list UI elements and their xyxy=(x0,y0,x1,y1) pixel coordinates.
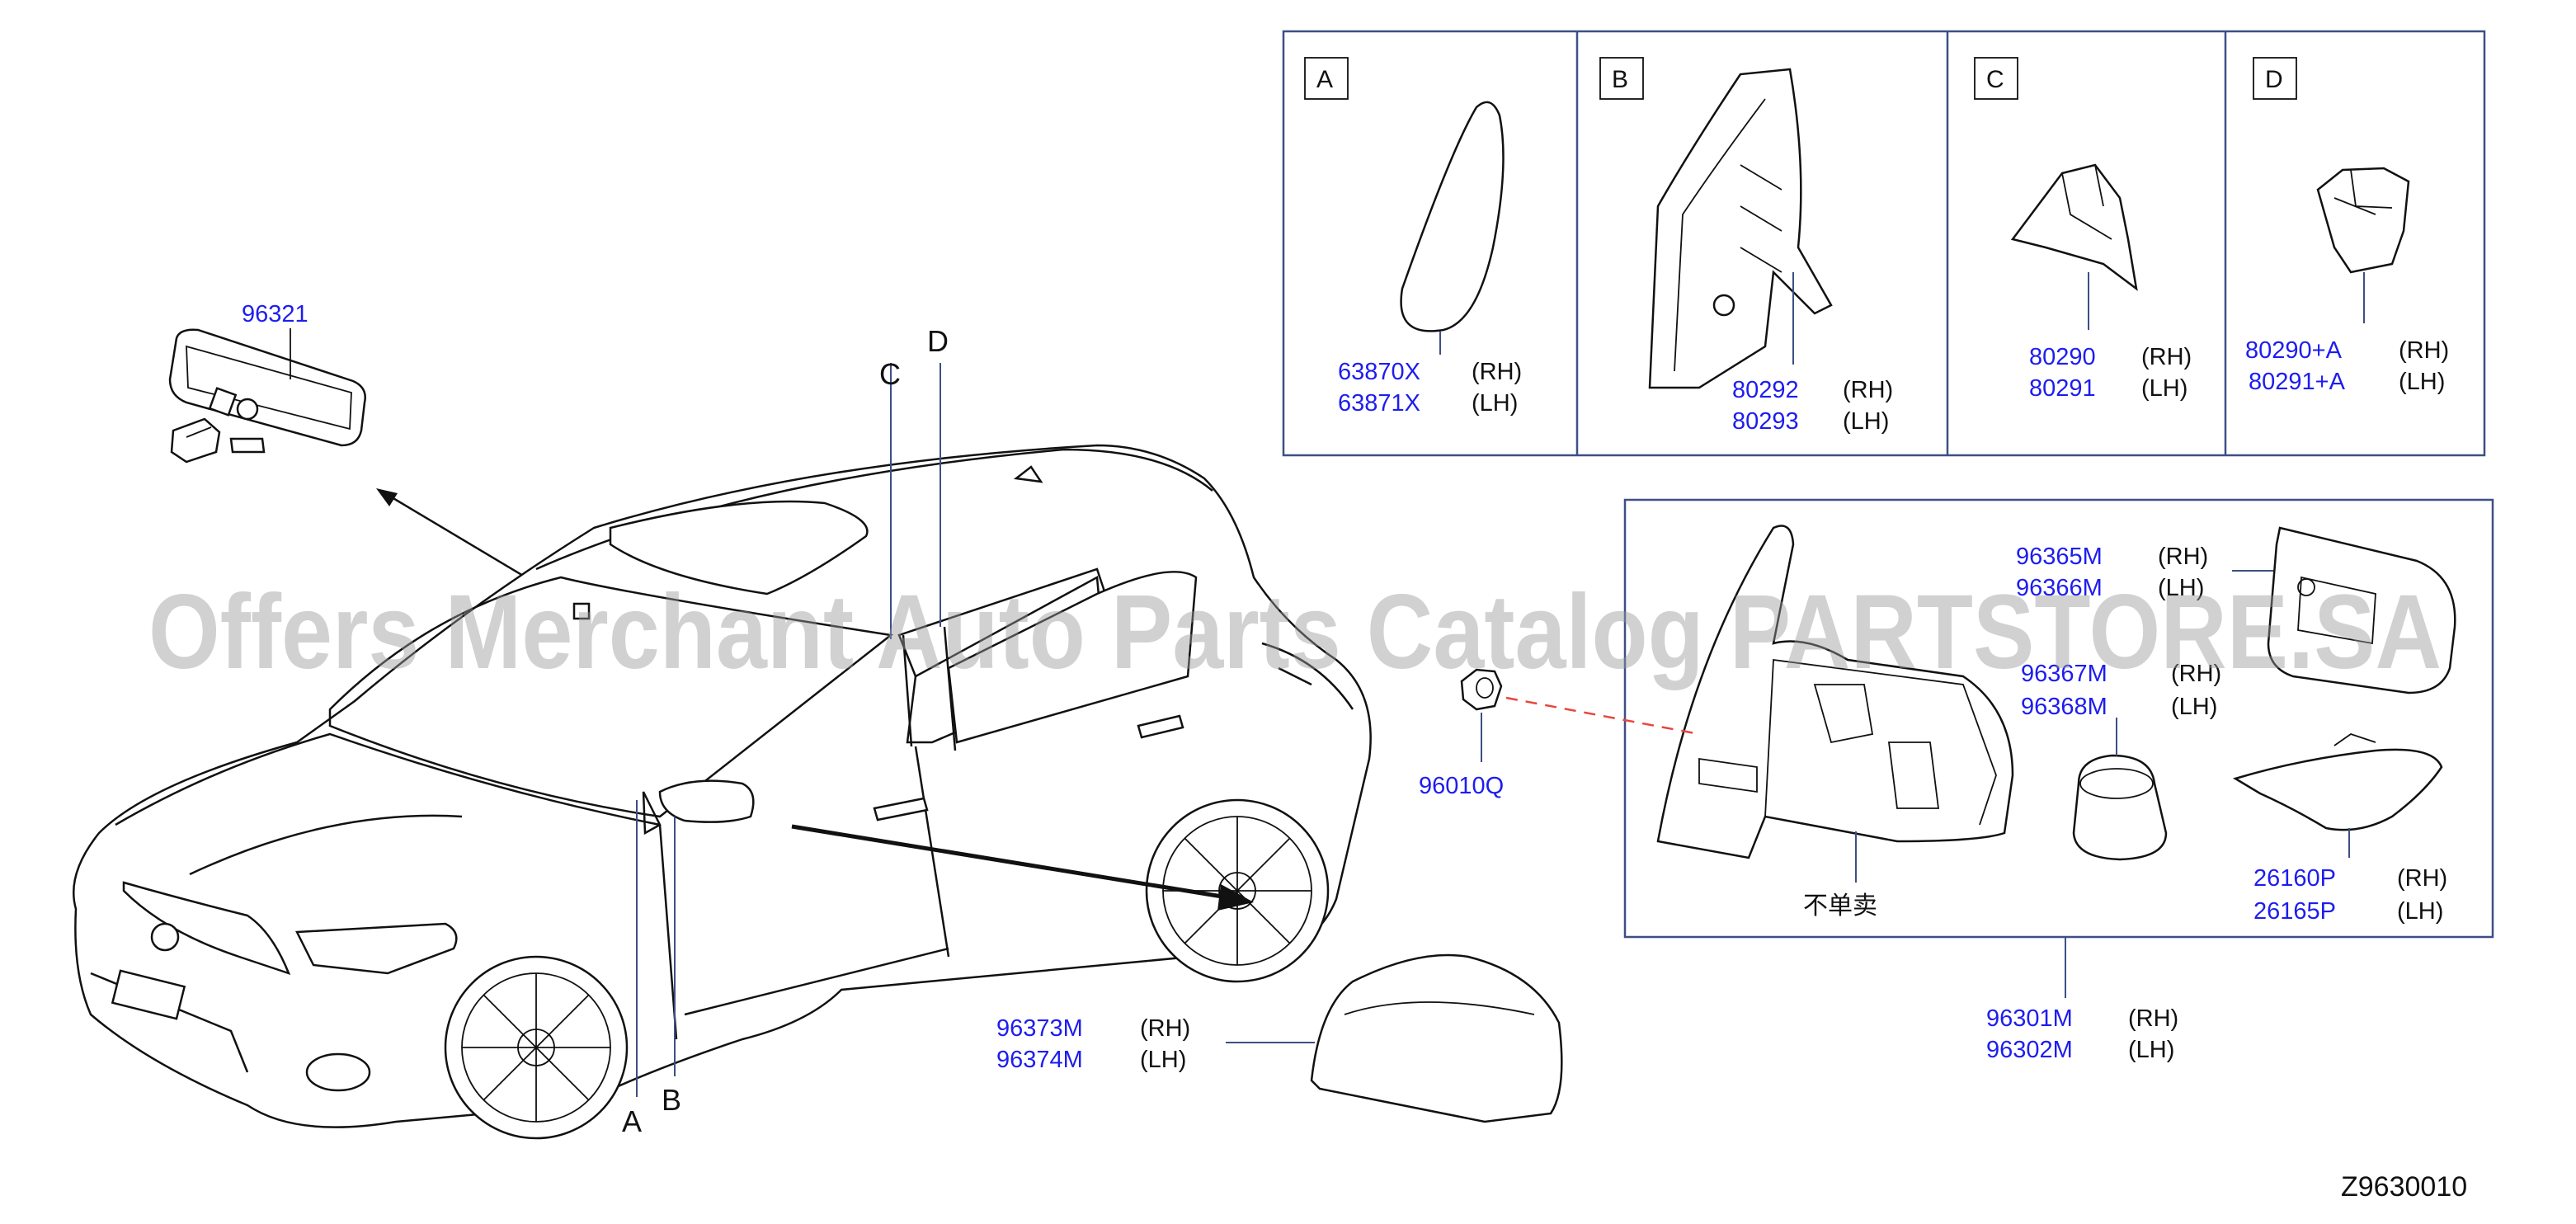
car-illustration xyxy=(73,444,1372,1140)
rh-tag: (RH) xyxy=(2158,544,2208,570)
part-number-96373m: 96373M xyxy=(996,1015,1083,1042)
lh-tag: (LH) xyxy=(2158,575,2204,601)
arrow-head xyxy=(1217,884,1254,911)
rh-tag: (RH) xyxy=(1472,359,1522,385)
callout-d: D xyxy=(927,324,949,358)
arrow-head xyxy=(376,488,398,506)
part-number-63870x: 63870X xyxy=(1338,359,1420,385)
rh-tag: (RH) xyxy=(2397,865,2447,892)
mirror-assembly-arrow xyxy=(791,824,1238,902)
rh-tag: (RH) xyxy=(2399,337,2449,364)
part-number-96010q: 96010Q xyxy=(1419,773,1504,799)
part-number-80291: 80291 xyxy=(2029,375,2096,402)
watermark: Offers Merchant Auto Parts Catalog PARTS… xyxy=(148,573,2442,691)
lh-tag: (LH) xyxy=(1472,390,1518,417)
callout-c: C xyxy=(879,357,901,391)
part-number-80290: 80290 xyxy=(2029,344,2096,370)
diagram-code: Z9630010 xyxy=(2341,1171,2467,1203)
part-number-26160p: 26160P xyxy=(2253,865,2336,892)
rh-tag: (RH) xyxy=(2141,344,2192,370)
panel-d-letter: D xyxy=(2265,66,2283,93)
part-number-96374m: 96374M xyxy=(996,1047,1083,1073)
panel-b-letter: B xyxy=(1612,66,1628,93)
lh-tag: (LH) xyxy=(2141,375,2187,402)
part-number-80290a: 80290+A xyxy=(2245,337,2343,364)
mirror-assembly-box: 不单卖 96365M 96366M (RH) (LH) 96367M 96368… xyxy=(1505,498,2494,939)
lh-tag: (LH) xyxy=(2128,1037,2174,1063)
part-number-96365m: 96365M xyxy=(2016,544,2103,570)
mirror-cover-illustration xyxy=(1310,953,1563,1123)
part-number-96301m: 96301M xyxy=(1986,1005,2073,1032)
rh-tag: (RH) xyxy=(1843,377,1893,403)
lh-tag: (LH) xyxy=(2397,898,2443,925)
rear-view-mirror-illustration xyxy=(168,328,366,464)
rh-tag: (RH) xyxy=(1140,1015,1190,1042)
part-number-96367m: 96367M xyxy=(2021,661,2107,687)
part-number-80292: 80292 xyxy=(1732,377,1799,403)
panel-c-letter: C xyxy=(1986,66,2004,93)
part-number-96368m: 96368M xyxy=(2021,694,2107,720)
rh-tag: (RH) xyxy=(2128,1005,2178,1032)
lh-tag: (LH) xyxy=(2171,694,2217,720)
rh-tag: (RH) xyxy=(2171,661,2221,687)
part-number-63871x: 63871X xyxy=(1338,390,1420,417)
lh-tag: (LH) xyxy=(1843,408,1889,435)
part-number-96321: 96321 xyxy=(242,301,308,327)
detail-panels: A 63870X 63871X (RH) (LH) B 80292 80293 … xyxy=(1282,30,2486,457)
callout-b: B xyxy=(662,1083,681,1117)
not-sold-separately-label: 不单卖 xyxy=(1803,892,1877,920)
part-number-26165p: 26165P xyxy=(2253,898,2336,925)
part-number-80293: 80293 xyxy=(1732,408,1799,435)
panel-a-letter: A xyxy=(1316,66,1333,93)
nut-illustration xyxy=(1460,668,1503,711)
callout-a: A xyxy=(622,1104,642,1138)
part-number-96302m: 96302M xyxy=(1986,1037,2073,1063)
part-number-80291a: 80291+A xyxy=(2249,369,2346,395)
lh-tag: (LH) xyxy=(2399,369,2445,395)
lh-tag: (LH) xyxy=(1140,1047,1186,1073)
part-number-96366m: 96366M xyxy=(2016,575,2103,601)
